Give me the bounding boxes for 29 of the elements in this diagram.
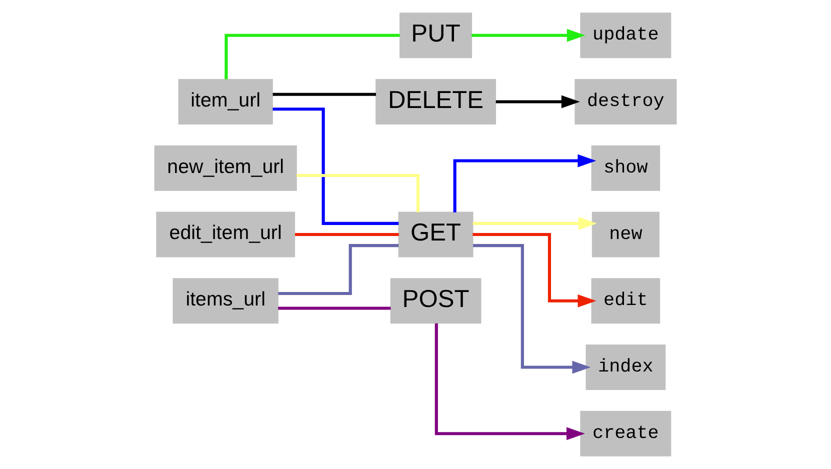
connector xyxy=(278,244,399,296)
node-box: create xyxy=(580,410,672,456)
connector xyxy=(272,92,376,96)
node-box: index xyxy=(586,344,666,390)
connector xyxy=(224,34,400,80)
node-box: items_url xyxy=(172,278,278,324)
node-box: POST xyxy=(390,278,482,324)
arrow xyxy=(473,244,591,374)
node-box: destroy xyxy=(574,79,677,124)
node-box: item_url xyxy=(178,79,273,124)
arrow xyxy=(453,154,596,212)
arrow xyxy=(472,232,596,308)
node-box: show xyxy=(591,145,660,191)
node-box: new xyxy=(592,212,660,258)
arrow xyxy=(472,28,586,42)
connector xyxy=(272,108,399,225)
node-box: DELETE xyxy=(376,79,496,124)
arrow xyxy=(496,95,580,108)
connector xyxy=(295,232,399,236)
connector xyxy=(278,306,391,310)
arrow xyxy=(472,216,597,230)
connector xyxy=(296,174,420,212)
node-box: new_item_url xyxy=(154,145,297,191)
node-box: edit_item_url xyxy=(156,212,296,258)
node-box: GET xyxy=(398,212,474,258)
node-box: update xyxy=(580,12,672,58)
arrow xyxy=(434,323,585,440)
node-box: edit xyxy=(591,278,660,324)
node-box: PUT xyxy=(400,12,472,58)
